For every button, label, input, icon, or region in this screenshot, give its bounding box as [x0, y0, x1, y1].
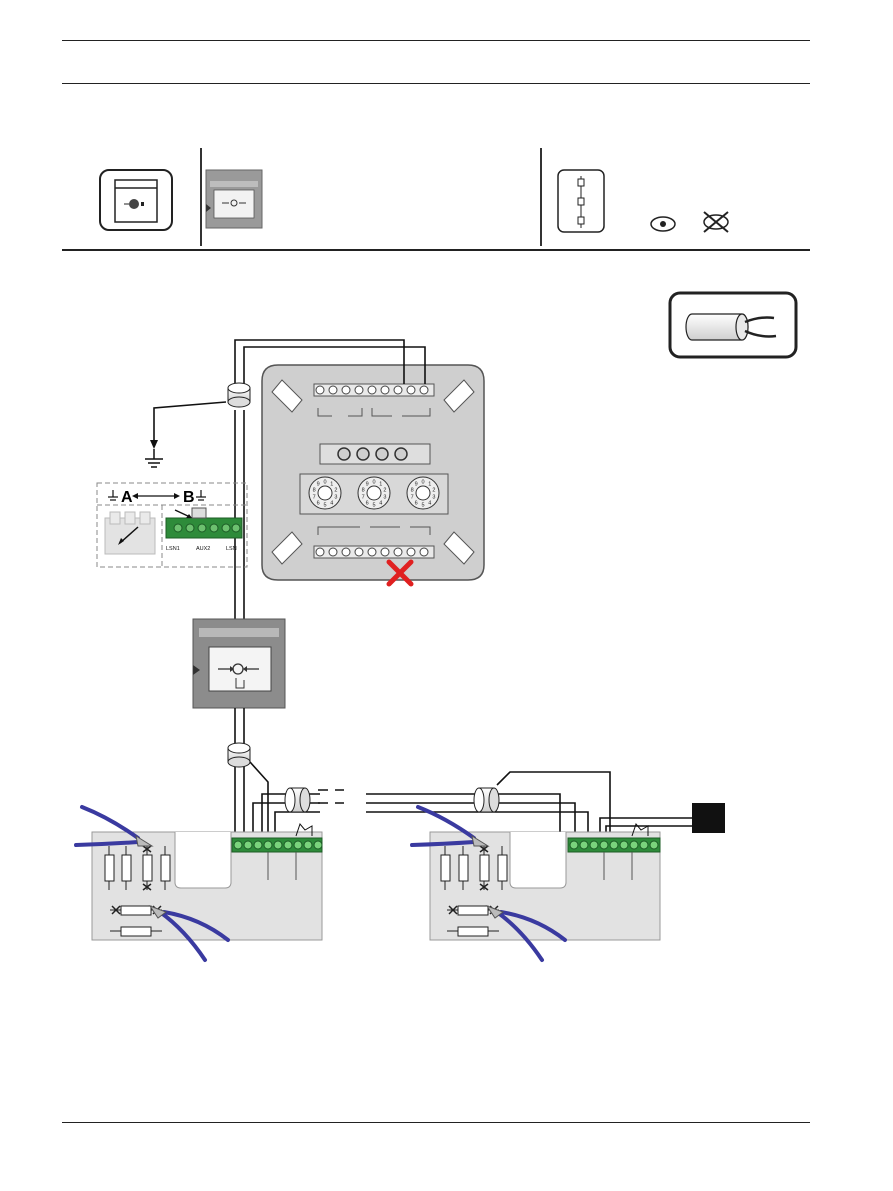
rotary-digit: 7 — [313, 495, 316, 501]
ground-symbol — [145, 449, 163, 468]
rotary-switch-2[interactable] — [357, 476, 391, 510]
rotary-digit: 3 — [383, 495, 386, 501]
rotary-switch-3[interactable] — [406, 476, 440, 510]
banner-rule — [62, 249, 810, 251]
rotary-digit: 5 — [421, 503, 424, 509]
rotary-digit: 4 — [330, 500, 333, 506]
rotary-digit: 3 — [334, 495, 337, 501]
panel-label-a: A — [121, 489, 133, 506]
header-rule-top — [62, 40, 810, 41]
no-view-icon — [703, 211, 729, 233]
interface-module — [261, 364, 485, 581]
ferrite-core-top — [227, 382, 251, 408]
shield-sleeve-left — [284, 787, 311, 813]
module-bottom-terminals — [315, 547, 429, 557]
rotary-digit: 0 — [421, 480, 424, 486]
panel-label-b: B — [183, 489, 195, 506]
banner-separator-2 — [540, 148, 542, 246]
cable-break — [318, 788, 366, 816]
rotary-digit: 2 — [383, 487, 386, 493]
wire-cutter-left-bottom — [148, 904, 230, 962]
rotary-digit: 6 — [317, 500, 320, 506]
rotary-digit: 0 — [323, 480, 326, 486]
terminal-label-aux2: AUX2 — [196, 546, 210, 552]
wire-cutter-left-top — [74, 805, 154, 847]
rotary-digit: 6 — [366, 500, 369, 506]
footer-rule — [62, 1122, 810, 1123]
rotary-digit: 9 — [366, 482, 369, 488]
tool-tag-icon — [557, 169, 605, 233]
shield-sleeve-right — [473, 787, 500, 813]
wire-cutter-right-bottom — [485, 904, 567, 962]
ground-arrow — [150, 440, 158, 449]
call-point-thumbnail — [205, 169, 263, 229]
banner-separator-1 — [200, 148, 202, 246]
rotary-switch-1[interactable] — [308, 476, 342, 510]
wire-cutter-right-top — [410, 805, 490, 847]
eye-icon — [650, 216, 676, 232]
shielded-cable-legend — [668, 291, 798, 359]
rotary-digit: 3 — [432, 495, 435, 501]
rotary-digit: 4 — [428, 500, 431, 506]
rotary-digit: 6 — [415, 500, 418, 506]
terminal-label-lsn: LSN — [226, 546, 237, 552]
rotary-digit: 1 — [330, 482, 333, 488]
end-device-block — [692, 803, 725, 833]
rotary-digit: 0 — [372, 480, 375, 486]
rotary-digit: 8 — [411, 487, 414, 493]
mid-wiring — [234, 708, 245, 836]
rotary-digit: 7 — [411, 495, 414, 501]
manual-call-point — [192, 618, 286, 709]
rotary-digit: 9 — [415, 482, 418, 488]
ferrite-core-bottom — [227, 742, 251, 768]
rotary-digit: 2 — [432, 487, 435, 493]
rotary-digit: 2 — [334, 487, 337, 493]
rotary-digit: 8 — [362, 487, 365, 493]
forbidden-x-mark — [386, 559, 414, 587]
rotary-digit: 5 — [323, 503, 326, 509]
top-wiring — [153, 339, 426, 625]
rotary-digit: 5 — [372, 503, 375, 509]
rotary-digit: 4 — [379, 500, 382, 506]
product-icon-banner — [99, 169, 173, 231]
rotary-digit: 7 — [362, 495, 365, 501]
shield-switch-panel: A B LSN1 AUX2 LSN — [96, 482, 248, 568]
control-board-left — [91, 822, 323, 941]
rotary-digit: 1 — [428, 482, 431, 488]
header-rule-bottom — [62, 83, 810, 84]
terminal-label-lsn1: LSN1 — [166, 546, 180, 552]
bus-wiring — [249, 761, 692, 836]
rotary-digit: 1 — [379, 482, 382, 488]
rotary-digit: 8 — [313, 487, 316, 493]
module-top-terminals — [315, 385, 429, 395]
control-board-right — [429, 822, 661, 941]
rotary-digit: 9 — [317, 482, 320, 488]
